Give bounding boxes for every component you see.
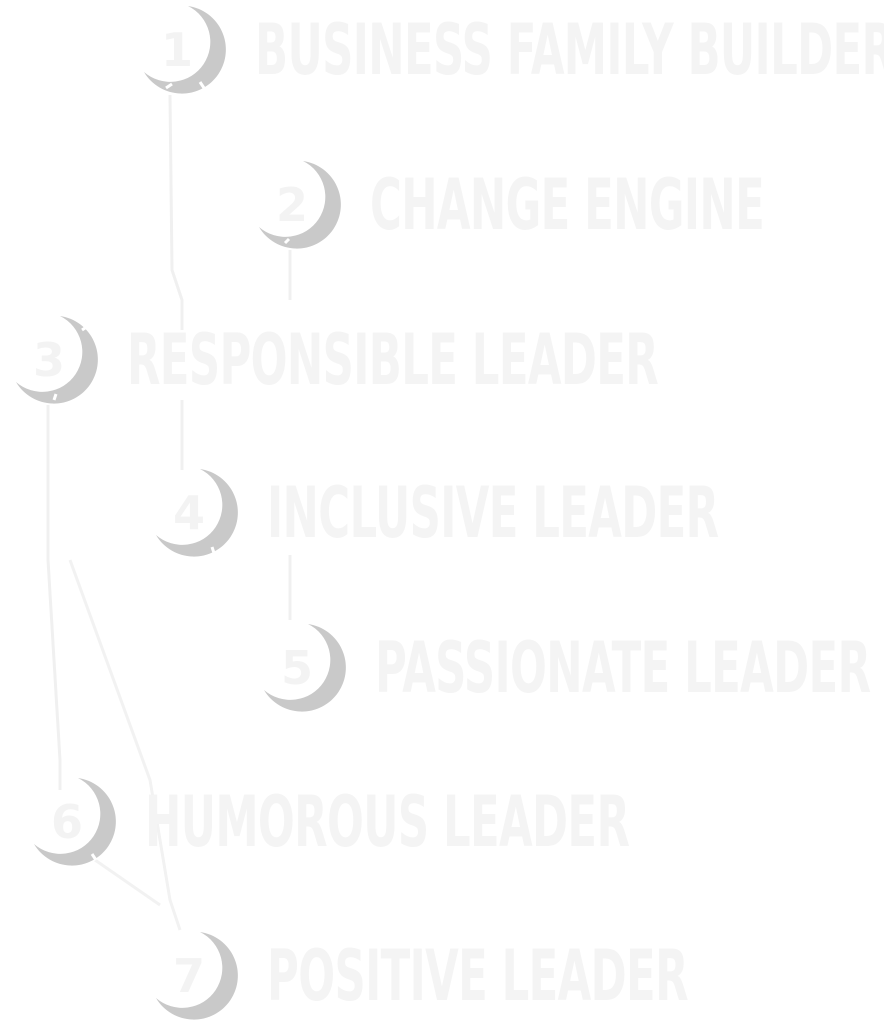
- step-label: INCLUSIVE LEADER: [267, 472, 719, 554]
- connector-6-7: [94, 858, 161, 907]
- crescent-ring-icon: [16, 316, 98, 404]
- crescent-ring-icon: [156, 932, 238, 1020]
- connector-3-6: [46, 405, 62, 790]
- step-number: 5: [280, 641, 313, 695]
- step-label: POSITIVE LEADER: [267, 935, 689, 1017]
- connector-1-2: [168, 94, 184, 330]
- step-label: BUSINESS FAMILY BUILDER: [255, 9, 884, 91]
- step-number: 4: [172, 486, 205, 540]
- step-number: 6: [50, 795, 83, 849]
- step-number: 2: [275, 178, 308, 232]
- step-label: HUMOROUS LEADER: [145, 781, 630, 863]
- step-label: CHANGE ENGINE: [370, 164, 765, 246]
- step-number: 3: [32, 333, 65, 387]
- crescent-ring-icon: [264, 624, 346, 712]
- crescent-ring-icon: [144, 6, 226, 94]
- crescent-ring-icon: [34, 778, 116, 866]
- step-number: 1: [160, 23, 193, 77]
- crescent-ring-icon: [259, 161, 341, 249]
- connector-diagonal: [68, 559, 182, 931]
- step-number: 7: [172, 949, 205, 1003]
- step-label: PASSIONATE LEADER: [375, 627, 871, 709]
- step-label: RESPONSIBLE LEADER: [127, 319, 659, 401]
- crescent-ring-icon: [156, 469, 238, 557]
